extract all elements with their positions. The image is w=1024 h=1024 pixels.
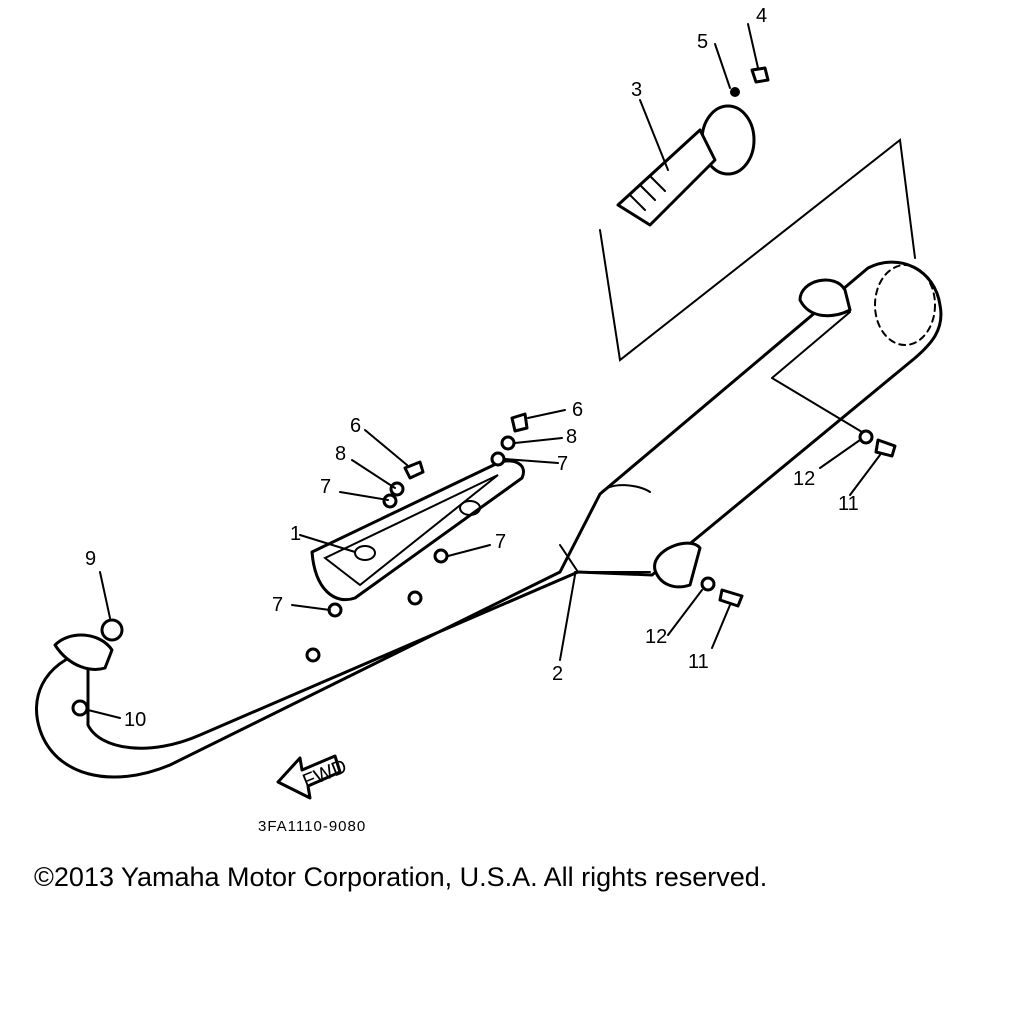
callout-8-left: 8 (335, 443, 346, 465)
grommet-7c (433, 548, 449, 564)
nut-10 (71, 699, 89, 717)
diagram-code: 3FA1110-9080 (258, 818, 367, 835)
callout-3: 3 (631, 79, 642, 101)
callout-9: 9 (85, 548, 96, 570)
copyright-notice: ©2013 Yamaha Motor Corporation, U.S.A. A… (34, 862, 768, 892)
washer-12-bottom (700, 576, 716, 592)
heat-protector (310, 459, 525, 602)
callout-6-right: 6 (572, 399, 583, 421)
callout-labels: 1 2 3 4 5 6 6 7 7 7 7 8 8 9 10 11 11 12 … (85, 5, 859, 731)
washer-8-left (389, 481, 405, 497)
callout-2: 2 (552, 663, 563, 685)
exhaust-exploded-diagram: FWD 1 2 3 4 5 6 6 7 7 7 7 8 8 9 10 11 11… (35, 5, 943, 800)
bolt-6-right (510, 412, 529, 433)
muffler-top-bracket (798, 278, 852, 318)
washer-8-right (500, 435, 516, 451)
bolt-11-bottom (718, 588, 744, 608)
spark-arrester (616, 66, 770, 227)
muffler-assembly (35, 138, 943, 779)
callout-4: 4 (756, 5, 767, 27)
collar-left (407, 590, 423, 606)
forward-arrow-icon: FWD (276, 754, 350, 800)
gasket-9 (100, 618, 124, 642)
grommet-7b (490, 451, 506, 467)
callout-8-right: 8 (566, 426, 577, 448)
bolt-6-left (403, 460, 425, 480)
callout-7-right: 7 (557, 453, 568, 475)
grommet-7a (382, 493, 398, 509)
muffler-rear-bracket (653, 541, 702, 589)
callout-12-bottom: 12 (645, 626, 667, 648)
washer-12-top (858, 429, 874, 445)
collar-right (305, 647, 321, 663)
callout-11-top: 11 (838, 493, 859, 515)
callout-5: 5 (697, 31, 708, 53)
fasteners (71, 412, 897, 717)
callout-1: 1 (290, 523, 301, 545)
callout-7-lower: 7 (272, 594, 283, 616)
leader-lines (87, 23, 881, 719)
bolt-11-top (874, 438, 897, 458)
exhaust-flange (53, 633, 114, 671)
callout-11-bottom: 11 (688, 651, 709, 673)
callout-7-left: 7 (320, 476, 331, 498)
callout-7-middle: 7 (495, 531, 506, 553)
callout-6-left: 6 (350, 415, 361, 437)
callout-12-top: 12 (793, 468, 815, 490)
callout-10: 10 (124, 709, 146, 731)
